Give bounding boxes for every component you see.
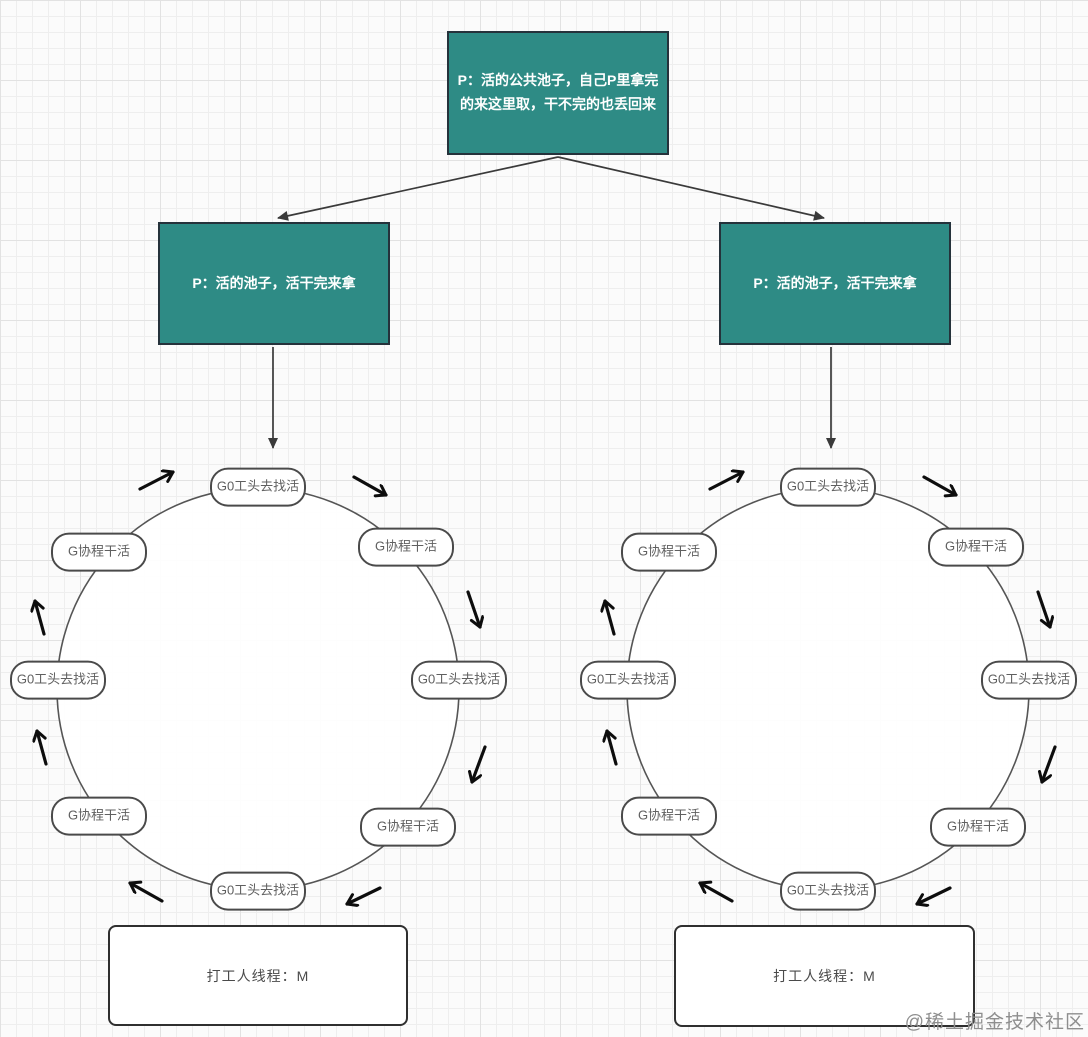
cycle-node-g0: G0工头去找活 bbox=[780, 467, 876, 507]
rotation-arrow-icon bbox=[708, 472, 745, 491]
rotation-arrow-icon bbox=[352, 475, 388, 495]
connector-arrow-global-to-left-pool bbox=[277, 156, 559, 221]
rotation-arrow-icon bbox=[37, 729, 48, 766]
rotation-arrow-icon bbox=[922, 475, 958, 495]
rotation-arrow-icon bbox=[698, 883, 734, 903]
cycle-node-g: G协程干活 bbox=[621, 796, 717, 836]
rotation-arrow-icon bbox=[607, 729, 618, 766]
cycle-node-g0: G0工头去找活 bbox=[210, 871, 306, 911]
rotation-arrow-icon bbox=[472, 745, 487, 784]
rotation-arrow-icon bbox=[138, 472, 175, 491]
rotation-arrow-icon bbox=[1036, 590, 1050, 629]
cycle-node-g0: G0工头去找活 bbox=[580, 660, 676, 700]
rotation-arrow-icon bbox=[35, 599, 46, 636]
worker-thread-label: 打工人线程：M bbox=[773, 968, 876, 984]
global-work-pool-box: P：活的公共池子，自己P里拿完的来这里取，干不完的也丢回来 bbox=[447, 31, 669, 155]
local-work-pool-box-left: P：活的池子，活干完来拿 bbox=[158, 222, 390, 345]
local-work-pool-label: P：活的池子，活干完来拿 bbox=[192, 274, 356, 291]
cycle-node-g: G协程干活 bbox=[358, 527, 454, 567]
cycle-node-g: G协程干活 bbox=[930, 807, 1026, 847]
rotation-arrow-icon bbox=[345, 886, 382, 904]
cycle-node-g0: G0工头去找活 bbox=[780, 871, 876, 911]
local-work-pool-label: P：活的池子，活干完来拿 bbox=[753, 274, 917, 291]
cycle-node-g: G协程干活 bbox=[51, 532, 147, 572]
cycle-node-g0: G0工头去找活 bbox=[210, 467, 306, 507]
worker-thread-box-right: 打工人线程：M bbox=[674, 925, 975, 1027]
rotation-arrow-icon bbox=[915, 886, 952, 904]
cycle-node-g0: G0工头去找活 bbox=[411, 660, 507, 700]
cycle-node-g: G协程干活 bbox=[51, 796, 147, 836]
cycle-node-g: G协程干活 bbox=[928, 527, 1024, 567]
rotation-arrow-icon bbox=[1042, 745, 1057, 784]
local-work-pool-box-right: P：活的池子，活干完来拿 bbox=[719, 222, 951, 345]
cycle-node-g: G协程干活 bbox=[360, 807, 456, 847]
cycle-node-g: G协程干活 bbox=[621, 532, 717, 572]
rotation-arrow-icon bbox=[605, 599, 616, 636]
rotation-arrow-icon bbox=[466, 590, 480, 629]
worker-thread-box-left: 打工人线程：M bbox=[108, 925, 408, 1026]
cycle-node-g0: G0工头去找活 bbox=[10, 660, 106, 700]
connector-arrow-global-to-right-pool bbox=[557, 156, 825, 221]
cycle-node-g0: G0工头去找活 bbox=[981, 660, 1077, 700]
juejin-watermark: @稀土掘金技术社区 bbox=[904, 1012, 1085, 1033]
worker-thread-label: 打工人线程：M bbox=[206, 967, 310, 984]
rotation-arrow-icon bbox=[128, 883, 164, 903]
global-work-pool-label: P：活的公共池子，自己P里拿完的来这里取，干不完的也丢回来 bbox=[457, 72, 659, 112]
